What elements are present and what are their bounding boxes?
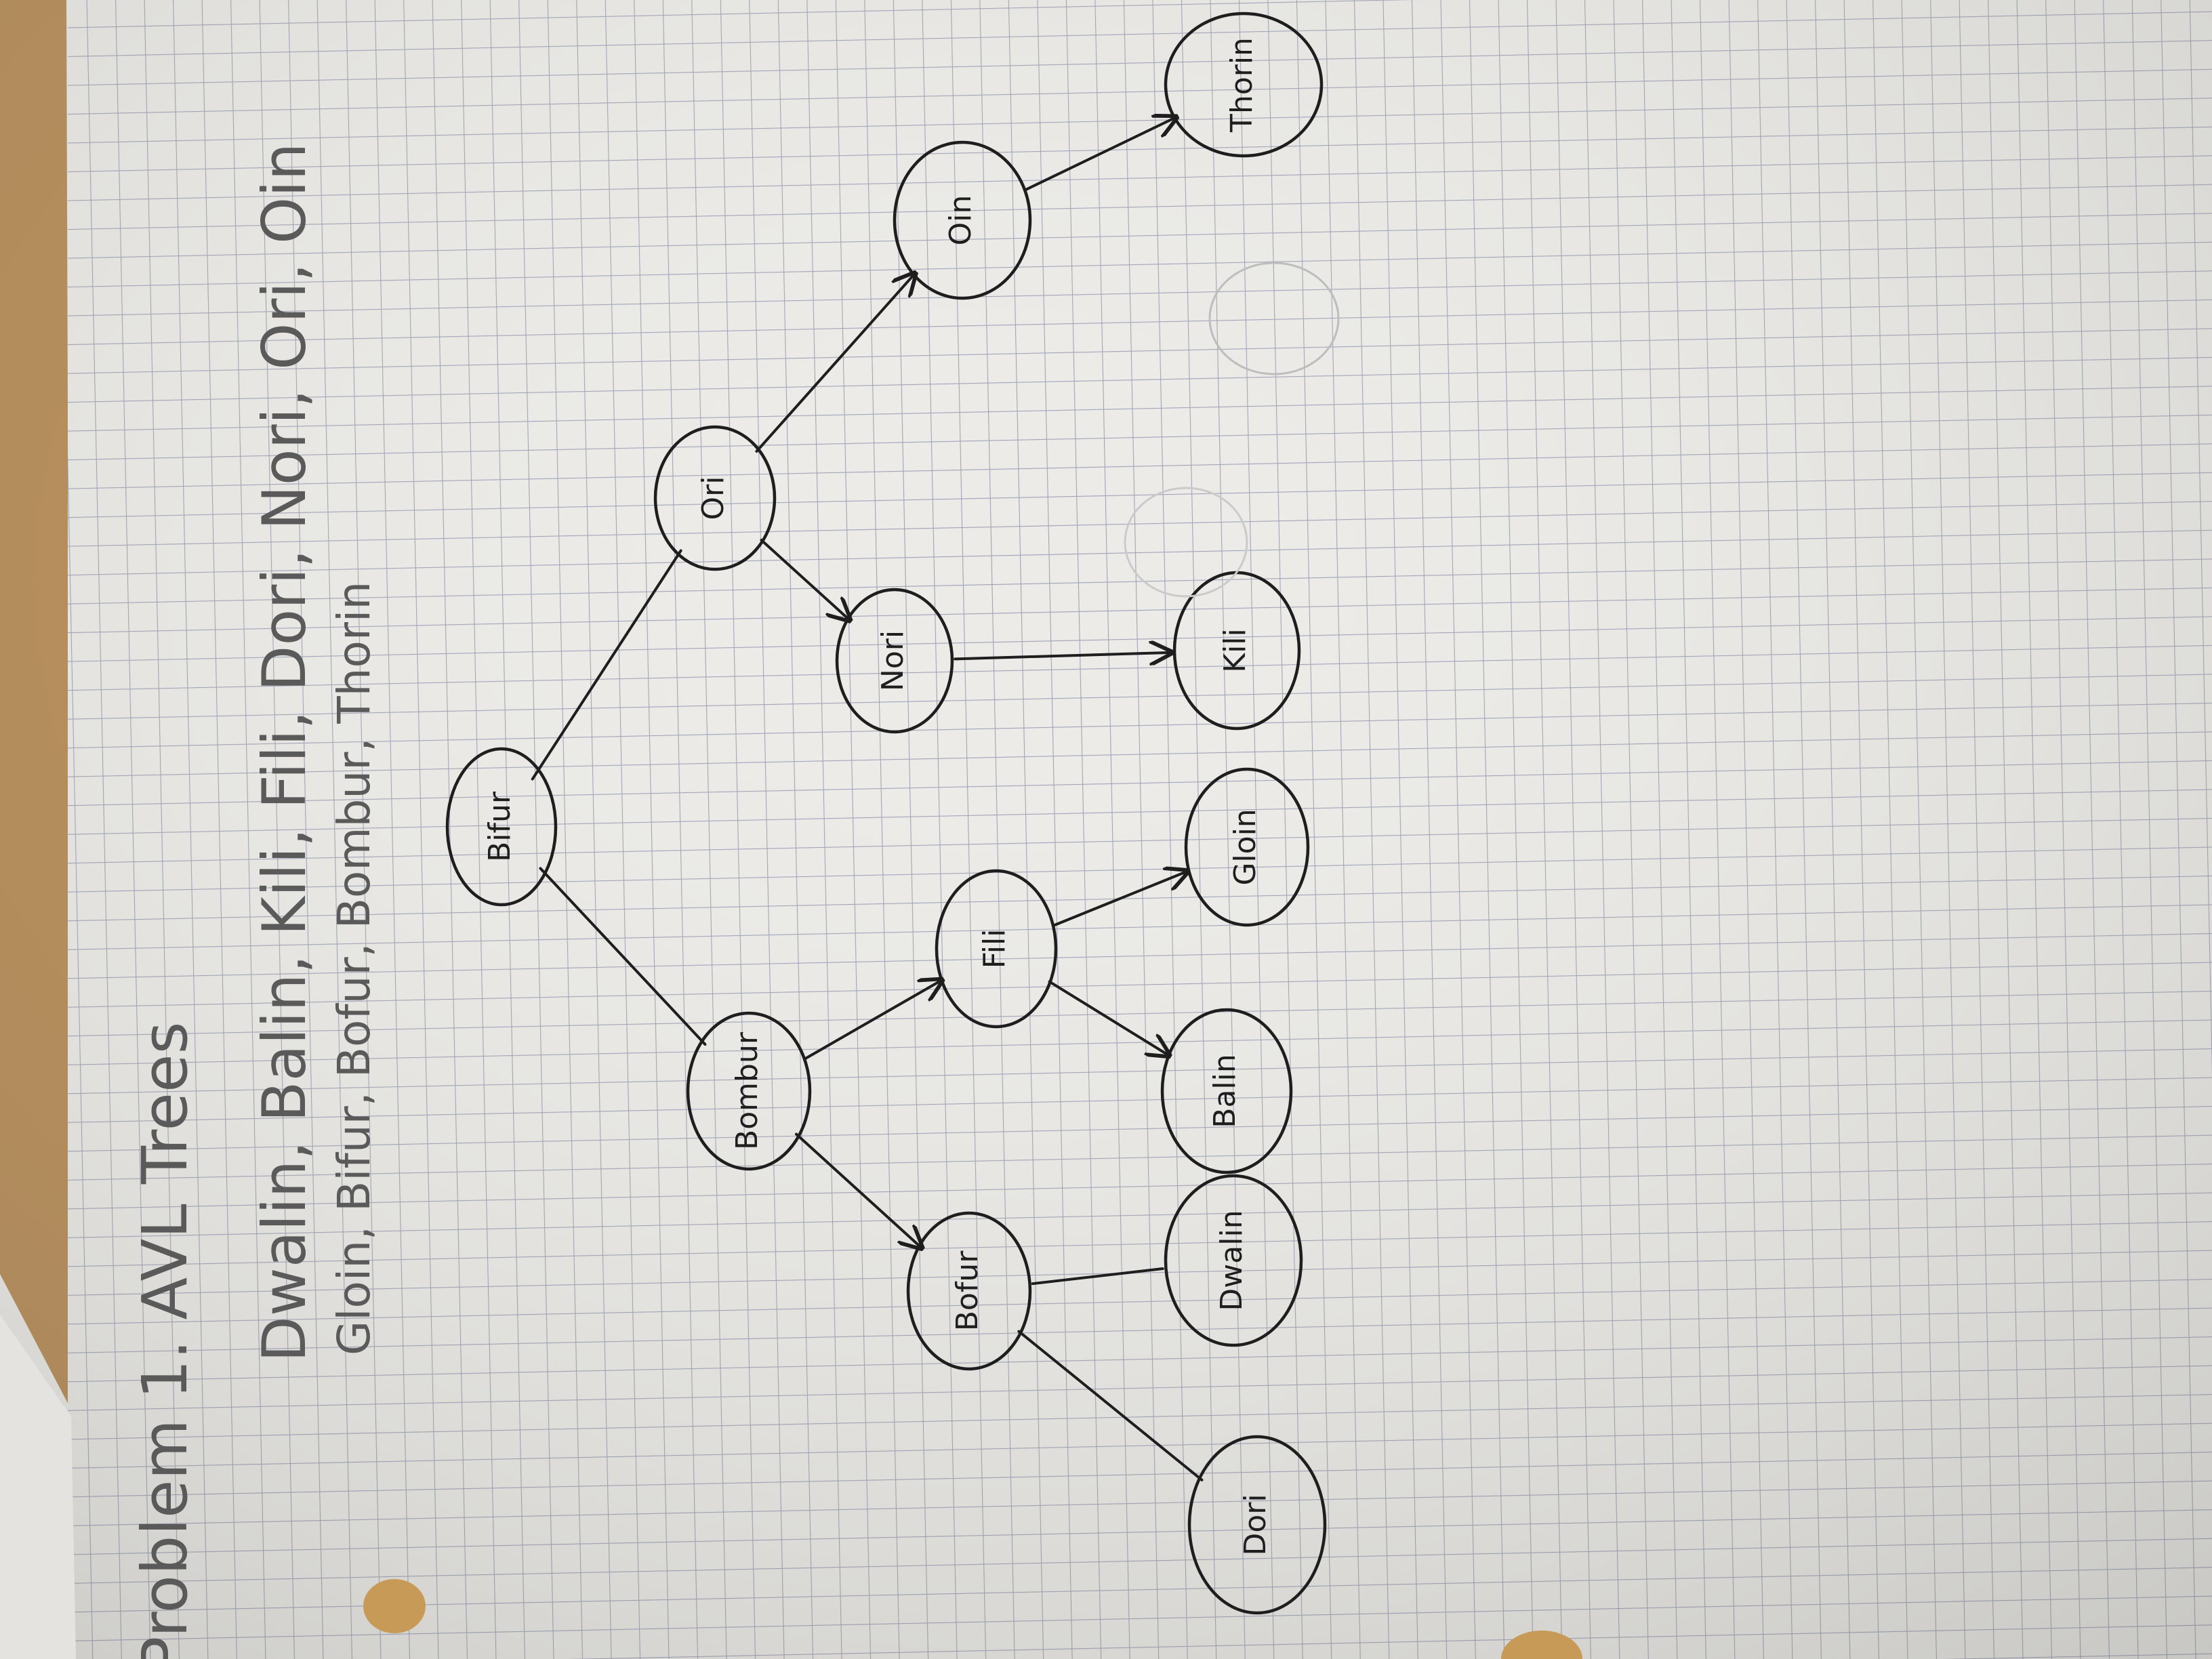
- node-label: Oin: [943, 195, 978, 246]
- punch-hole: [363, 1579, 426, 1633]
- node-label: Thorin: [1225, 37, 1259, 133]
- edge-bifur-bombur: [539, 867, 707, 1046]
- node-label: Kili: [1218, 628, 1252, 673]
- node-label: Gloin: [1228, 808, 1263, 885]
- insert-sequence-line-1: Dwalin, Balin, Kili, Fili, Dori, Nori, O…: [249, 143, 319, 1362]
- node-label: Fili: [977, 929, 1012, 969]
- edge-fili-gloin: [1052, 872, 1188, 927]
- node-circle: [653, 425, 777, 571]
- node-circle: [686, 1011, 812, 1171]
- edge-ori-oin: [755, 273, 915, 453]
- node-circle: [835, 588, 954, 734]
- insert-sequence-line-2: Gloin, Bifur, Bofur, Bombur, Thorin: [328, 581, 380, 1355]
- edge-fili-balin: [1048, 980, 1170, 1056]
- node-balin: Balin: [1160, 1008, 1293, 1174]
- node-gloin: Gloin: [1184, 767, 1310, 927]
- edge-ori-nori: [760, 539, 849, 620]
- erased-sketch: [1208, 262, 1340, 375]
- node-bombur: Bombur: [686, 1011, 812, 1171]
- node-label: Dwalin: [1214, 1210, 1249, 1311]
- edge-bofur-dori: [1017, 1330, 1204, 1481]
- node-label: Ori: [696, 476, 731, 520]
- edge-bombur-fili: [802, 980, 942, 1061]
- node-bifur: Bifur: [445, 747, 558, 907]
- node-circle: [1187, 1435, 1327, 1615]
- node-circle: [1164, 1174, 1303, 1347]
- node-ori: Ori: [653, 425, 777, 571]
- lower-paper-corner: [0, 1315, 76, 1659]
- node-dwalin: Dwalin: [1164, 1174, 1303, 1347]
- node-circle: [906, 1211, 1032, 1371]
- punch-hole: [1501, 1631, 1582, 1659]
- node-circle: [445, 747, 558, 907]
- node-bofur: Bofur: [906, 1211, 1032, 1371]
- node-nori: Nori: [835, 588, 954, 734]
- node-label: Nori: [876, 630, 910, 691]
- erased-sketch: [1124, 487, 1248, 598]
- node-label: Balin: [1208, 1054, 1242, 1128]
- node-circle: [935, 869, 1058, 1029]
- node-thorin: Thorin: [1164, 12, 1324, 158]
- page-title: Problem 1. AVL Trees: [129, 1022, 201, 1659]
- edge-bombur-bofur: [794, 1132, 922, 1248]
- edge-oin-thorin: [1025, 117, 1176, 191]
- node-label: Bifur: [483, 791, 517, 862]
- node-label: Bombur: [730, 1031, 764, 1150]
- node-label: Dori: [1238, 1494, 1273, 1555]
- node-fili: Fili: [935, 869, 1058, 1029]
- header-block: Problem 1. AVL Trees Dwalin, Balin, Kili…: [129, 143, 380, 1659]
- edge-bifur-ori: [531, 549, 682, 781]
- node-dori: Dori: [1187, 1435, 1327, 1615]
- tree-edges: [531, 117, 1204, 1481]
- node-circle: [1160, 1008, 1293, 1174]
- node-label: Bofur: [950, 1250, 985, 1331]
- edge-nori-kili: [954, 653, 1171, 659]
- node-kili: Kili: [1172, 571, 1301, 731]
- node-oin: Oin: [893, 140, 1032, 300]
- node-circle: [893, 140, 1032, 300]
- edge-bofur-dwalin: [1031, 1267, 1164, 1286]
- node-circle: [1184, 767, 1310, 927]
- node-circle: [1164, 12, 1324, 158]
